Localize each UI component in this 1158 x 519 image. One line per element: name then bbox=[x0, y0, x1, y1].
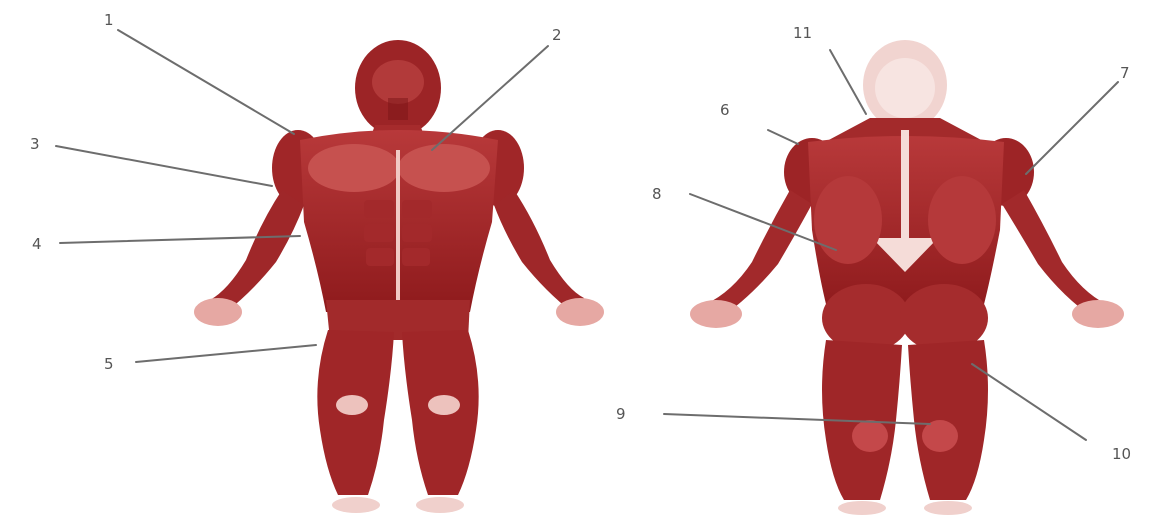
label-back-6: 6 bbox=[720, 101, 730, 119]
back-figure bbox=[690, 40, 1124, 515]
label-back-9: 9 bbox=[616, 405, 626, 423]
leader-front-5 bbox=[136, 345, 316, 362]
leader-back-7 bbox=[1026, 82, 1118, 174]
label-back-8: 8 bbox=[652, 185, 662, 203]
label-back-10: 10 bbox=[1112, 445, 1131, 463]
label-front-4: 4 bbox=[32, 235, 42, 253]
leader-back-11 bbox=[830, 50, 866, 114]
leader-back-10 bbox=[972, 364, 1086, 440]
leader-front-1 bbox=[118, 30, 294, 134]
label-front-5: 5 bbox=[104, 355, 114, 373]
leader-back-6 bbox=[768, 130, 798, 144]
label-front-3: 3 bbox=[30, 135, 40, 153]
label-back-11: 11 bbox=[793, 24, 812, 42]
label-front-1: 1 bbox=[104, 11, 114, 29]
label-front-2: 2 bbox=[552, 26, 562, 44]
leader-front-3 bbox=[56, 146, 272, 186]
label-back-7: 7 bbox=[1120, 64, 1130, 82]
